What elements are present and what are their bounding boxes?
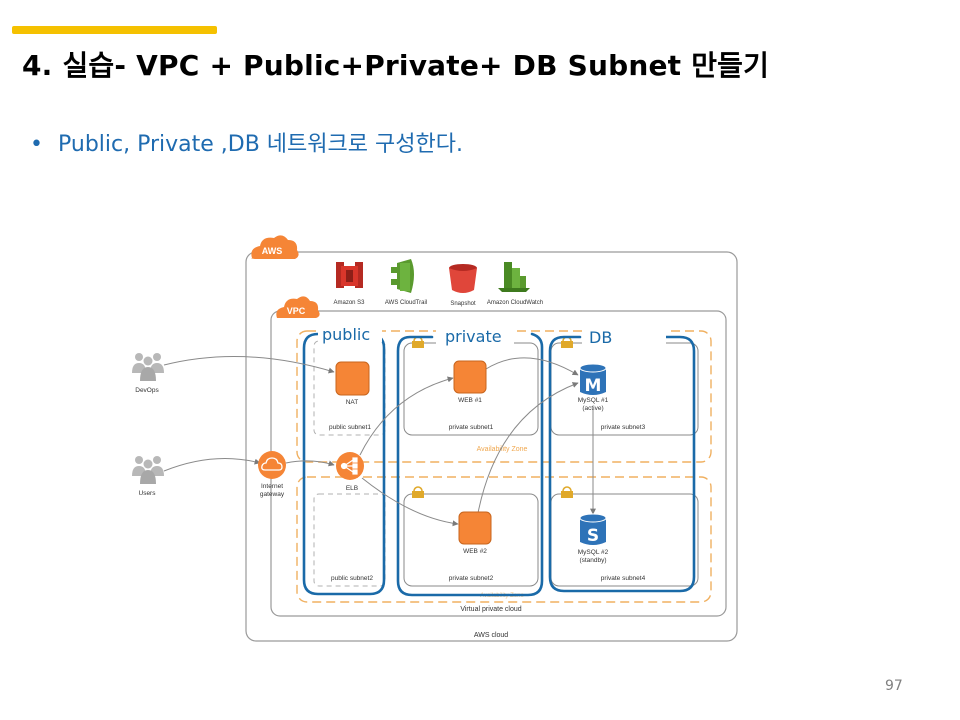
web2-to-mysql1 [477, 382, 579, 514]
devops-actor: DevOps [132, 353, 164, 394]
users-label: Users [139, 490, 157, 497]
cloud-icon [261, 457, 283, 471]
bullet-item: • Public, Private ,DB 네트워크로 구성한다. [30, 126, 463, 158]
aws-badge: AWS [251, 235, 299, 259]
public-group-outline [302, 332, 386, 596]
service-label: Amazon CloudWatch [487, 300, 543, 306]
group-outlines [302, 332, 696, 597]
slide-title: 4. 실습- VPC + Public+Private+ DB Subnet 만… [22, 49, 770, 82]
private-group-label: private [445, 327, 502, 346]
elb-label: ELB [346, 485, 358, 492]
bucket-icon [449, 264, 477, 293]
instance-icon [453, 360, 487, 394]
service-label: Amazon S3 [333, 300, 365, 306]
subnet-label: private subnet1 [449, 424, 494, 431]
nat-instance: NAT [335, 361, 370, 406]
elb-to-web1 [359, 376, 454, 456]
page-number: 97 [885, 678, 903, 694]
availability-zone-label: Availability Zone [477, 446, 528, 453]
db-group-label: DB [589, 328, 612, 347]
cloudtrail-icon [391, 259, 414, 293]
instance-icon [458, 511, 492, 545]
web1-to-mysql1 [485, 357, 579, 376]
users-actor: Users [132, 456, 164, 497]
elb-to-web2 [361, 477, 459, 527]
mysql1-glyph: M [585, 376, 602, 396]
people-icon [132, 456, 164, 484]
igw-label-line2: gateway [260, 491, 285, 498]
subnet-label: private subnet4 [601, 575, 646, 582]
mysql1-label: MySQL #1 [578, 397, 609, 404]
mysql1-database: M MySQL #1 (active) [578, 363, 609, 412]
service-label: AWS CloudTrail [385, 300, 427, 306]
devops-label: DevOps [135, 387, 159, 394]
subnet-label: private subnet3 [601, 424, 646, 431]
service-snapshot: Snapshot [449, 264, 477, 307]
subnet-label: private subnet2 [449, 575, 494, 582]
subnet-label: public subnet1 [329, 424, 371, 431]
db-group-outline [548, 335, 696, 593]
mysql2-glyph: S [587, 526, 599, 546]
lock-icon [561, 486, 573, 498]
connections [163, 355, 596, 527]
mysql1-status: (active) [582, 405, 603, 412]
igw-to-elb [285, 460, 335, 467]
database-icon: S [579, 513, 607, 546]
internet-gateway: Internet gateway [258, 451, 286, 498]
elb-node: ELB [336, 452, 364, 492]
private-subnet-2 [403, 493, 539, 587]
bullet-dot: • [30, 132, 43, 157]
users-to-igw [163, 458, 261, 472]
web2-label: WEB #2 [463, 548, 487, 555]
service-s3: Amazon S3 [333, 262, 365, 306]
service-cloudtrail: AWS CloudTrail [385, 259, 427, 306]
group-label-backgrounds [318, 322, 666, 345]
cloudwatch-icon [498, 262, 530, 292]
devops-to-nat [163, 355, 335, 374]
vpc-badge: VPC [276, 296, 320, 318]
web2-instance: WEB #2 [458, 511, 492, 555]
service-cloudwatch: Amazon CloudWatch [487, 262, 543, 306]
mysql2-label: MySQL #2 [578, 549, 609, 556]
aws-badge-label: AWS [262, 246, 283, 256]
s3-icon [336, 262, 363, 288]
lock-icons [412, 336, 573, 498]
lock-icon [412, 486, 424, 498]
availability-zone-2 [296, 476, 712, 603]
people-icon [132, 353, 164, 381]
service-label: Snapshot [450, 301, 476, 307]
mysql2-status: (standby) [579, 557, 606, 564]
igw-label-line1: Internet [261, 483, 283, 490]
subnet-label: public subnet2 [331, 575, 373, 582]
web1-instance: WEB #1 [453, 360, 487, 404]
instance-icon [335, 361, 370, 396]
internet-gateway-icon [258, 451, 286, 479]
web1-label: WEB #1 [458, 397, 482, 404]
database-icon: M [579, 363, 607, 396]
mysql2-database: S MySQL #2 (standby) [578, 513, 609, 564]
aws-cloud-label: AWS cloud [474, 632, 508, 639]
private-group-outline [396, 332, 544, 597]
nat-label: NAT [346, 399, 359, 406]
vpc-badge-label: VPC [287, 306, 306, 316]
public-group-label: public [322, 325, 370, 344]
title-accent-bar [12, 26, 217, 34]
vpc-label: Virtual private cloud [460, 606, 521, 613]
bullet-text: Public, Private ,DB 네트워크로 구성한다. [58, 132, 463, 157]
